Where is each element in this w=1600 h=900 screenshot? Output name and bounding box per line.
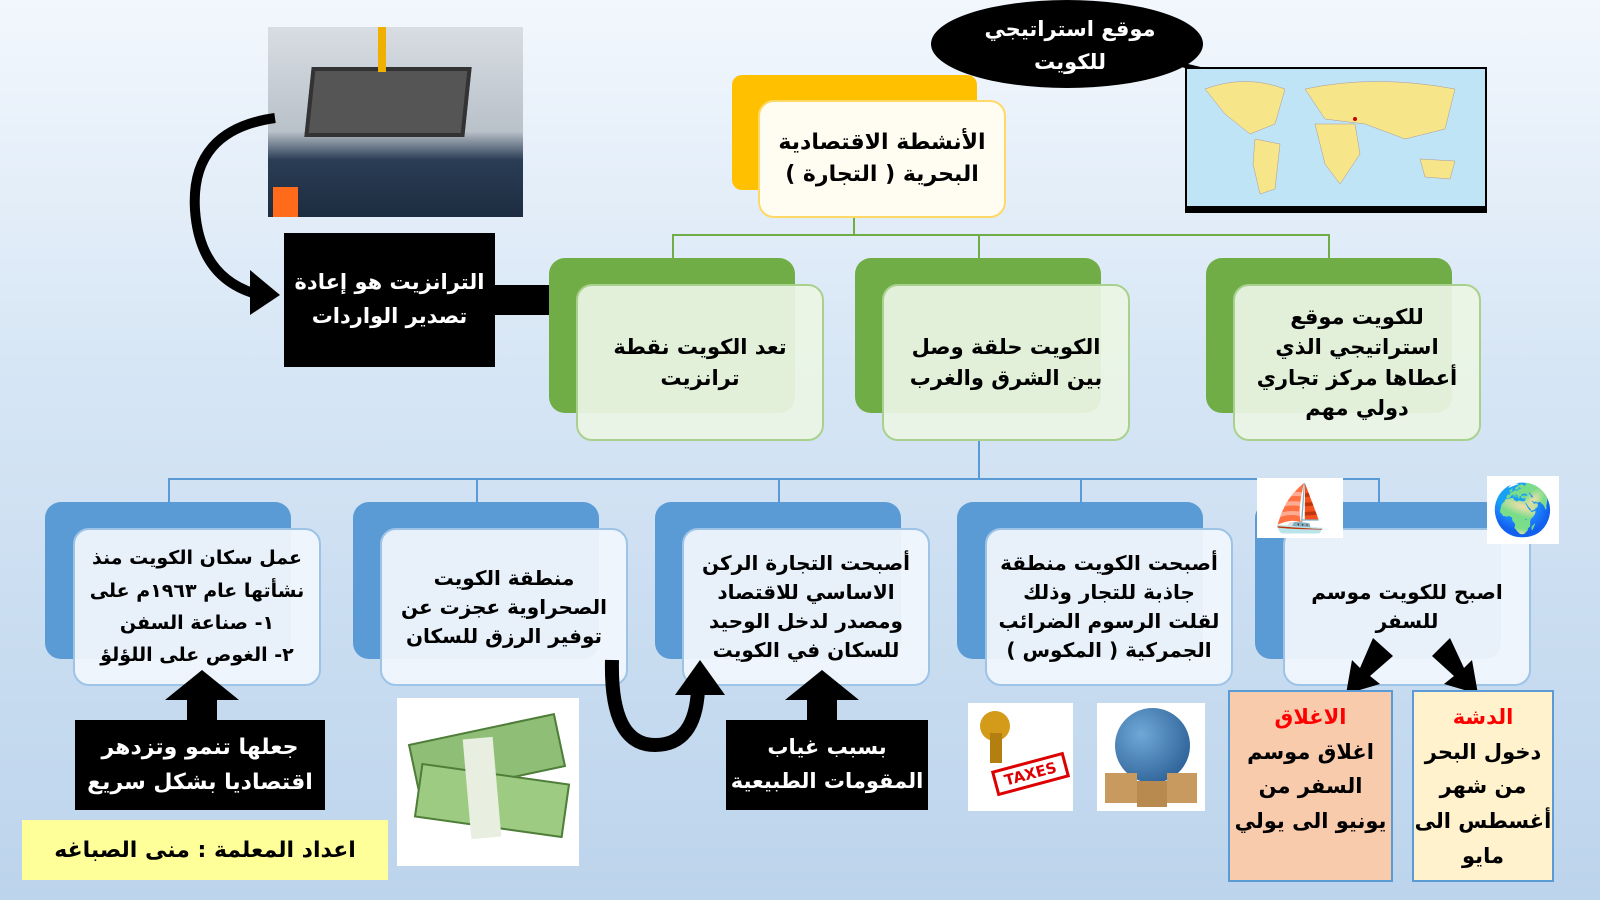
arrow-up-icon [165,670,239,722]
arrow-down-left-icon [1346,638,1393,694]
node-low-taxes: أصبحت الكويت منطقة جاذبة للتجار وذلك لقل… [985,528,1233,686]
connector [672,234,674,262]
arrow-down-right-icon [1432,638,1478,694]
early-work-intro: عمل سكان الكويت منذ نشأتها عام ١٩٦٣م على [89,547,305,602]
node-transit-point: تعد الكويت نقطة ترانزيت [576,284,824,441]
connector [1378,478,1380,502]
node-desert: منطقة الكويت الصحراوية عجزت عن توفير الر… [380,528,628,686]
connector [168,478,170,502]
connector [672,234,1330,236]
arrow-up-icon [785,670,859,722]
season-dasha: الدشة دخول البحر من شهر أغسطس الى مايو [1412,690,1554,882]
u-turn-arrow-icon [604,659,725,753]
globe-boxes-photo [1097,703,1205,811]
node-strategic-location: للكويت موقع استراتيجي الذي أعطاها مركز ت… [1233,284,1481,441]
connector [853,218,855,235]
money-photo [397,698,579,866]
node-travel-season: اصبح للكويت موسم للسفر [1283,528,1531,686]
world-map-image [1185,67,1487,213]
node-east-west-link: الكويت حلقة وصل بين الشرق والغرب [882,284,1130,441]
callout-text: موقع استراتيجي للكويت [984,16,1156,74]
globe-icon: 🌍 [1487,476,1559,544]
main-title: الأنشطة الاقتصادية البحرية ( التجارة ) [758,100,1006,218]
connector [978,234,980,262]
connector [1328,234,1330,262]
ship-icon: ⛵ [1257,478,1343,538]
connector [778,478,780,502]
credit-label: اعداد المعلمة : منى الصباغه [22,820,388,880]
early-work-item-1: ١- صناعة السفن [119,612,275,634]
note-growth: جعلها تنمو وتزدهر اقتصاديا بشكل سريع [75,720,325,810]
connector [476,478,478,502]
note-lack-resources: بسبب غياب المقومات الطبيعية [726,720,928,810]
cargo-crane-photo [268,27,523,217]
early-work-item-2: ٢- الغوص على اللؤلؤ [100,644,294,667]
season-closing-text: اغلاق موسم السفر من يونيو الى يولي [1234,739,1387,833]
connector [978,440,980,478]
transit-definition: الترانزيت هو إعادة تصدير الواردات [284,233,495,367]
season-dasha-title: الدشة [1452,705,1514,729]
node-early-work: عمل سكان الكويت منذ نشأتها عام ١٩٦٣م على… [73,528,321,686]
taxes-stamp-label: TAXES [990,751,1071,797]
connector [1080,478,1082,502]
season-dasha-text: دخول البحر من شهر أغسطس الى مايو [1414,739,1552,868]
curved-arrow-icon [189,113,280,315]
taxes-stamp-photo: TAXES [968,703,1073,811]
node-trade-economy: أصبحت التجارة الركن الاساسي للاقتصاد ومص… [682,528,930,686]
season-closing-title: الاغلاق [1274,705,1347,729]
season-closing: الاغلاق اغلاق موسم السفر من يونيو الى يو… [1228,690,1393,882]
connector [168,478,1380,480]
